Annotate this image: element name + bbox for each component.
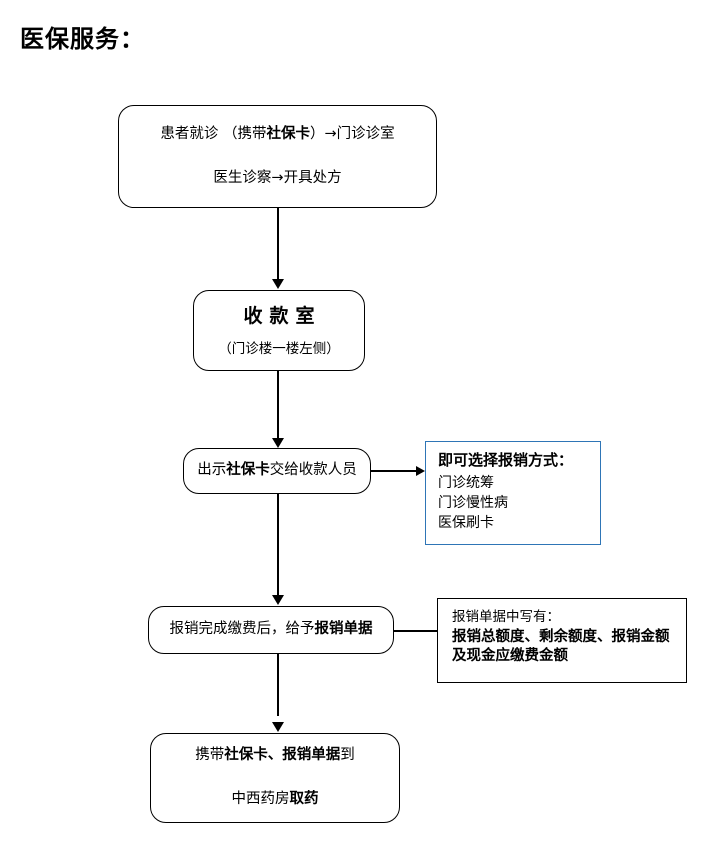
present-card-text-c: 交给收款人员 xyxy=(269,462,357,479)
node-patient-visit-line2: 医生诊察→开具处方 xyxy=(213,169,342,186)
node-patient-visit-line1: 患者就诊 （携带社保卡）→门诊诊室 xyxy=(160,124,394,146)
node-present-card[interactable]: 出示社保卡交给收款人员 xyxy=(183,448,371,494)
note-reimbursement-methods[interactable]: 即可选择报销方式： 门诊统筹 门诊慢性病 医保刷卡 xyxy=(425,441,601,545)
note-receipt-detail-lead: 报销单据中写有： xyxy=(452,609,560,625)
note-methods-title: 即可选择报销方式： xyxy=(438,451,574,469)
node-present-card-text: 出示社保卡交给收款人员 xyxy=(197,460,357,482)
visit-text-bold: 社保卡 xyxy=(266,125,310,142)
receipt-text-a: 报销完成缴费后，给予 xyxy=(169,621,315,638)
connector-visit-to-cashier xyxy=(277,208,279,280)
connector-present-card-to-receipt xyxy=(277,494,279,597)
arrowhead-receipt-to-pharmacy-icon xyxy=(272,722,284,732)
connector-present-card-to-methods xyxy=(371,470,417,472)
node-cashier-sublabel: （门诊楼一楼左侧） xyxy=(218,341,340,358)
node-pharmacy-line2: 中西药房取药 xyxy=(232,789,319,811)
pharmacy-line2-a: 中西药房 xyxy=(231,791,290,807)
note-methods-option-0: 门诊统筹 xyxy=(438,474,494,491)
note-receipt-detail-line1: 报销总额度、剩余额度、报销金额 xyxy=(452,628,670,645)
visit-text-a: 患者就诊 （携带 xyxy=(160,125,267,142)
connector-receipt-to-pharmacy xyxy=(277,654,279,716)
note-receipt-detail-line2: 及现金应缴费金额 xyxy=(452,648,568,665)
node-receipt-text: 报销完成缴费后，给予报销单据 xyxy=(170,619,373,641)
present-card-text-a: 出示 xyxy=(197,462,227,479)
visit-text-c: ）→门诊诊室 xyxy=(309,125,395,142)
pharmacy-line2-bold: 取药 xyxy=(289,791,319,807)
connector-cashier-to-present-card xyxy=(277,371,279,439)
note-receipt-contents[interactable]: 报销单据中写有： 报销总额度、剩余额度、报销金额 及现金应缴费金额 xyxy=(437,598,687,683)
pharmacy-text-bold: 社保卡、报销单据 xyxy=(224,747,341,764)
node-cashier-headline: 收款室 xyxy=(243,304,322,327)
receipt-text-bold: 报销单据 xyxy=(314,621,373,638)
pharmacy-text-a: 携带 xyxy=(195,747,225,764)
arrowhead-visit-to-cashier-icon xyxy=(272,279,284,289)
connector-receipt-to-detail xyxy=(394,630,438,632)
arrowhead-cashier-to-present-card-icon xyxy=(272,438,284,448)
pharmacy-text-c: 到 xyxy=(340,747,355,764)
page-title: 医保服务： xyxy=(20,24,145,53)
node-pharmacy-line1: 携带社保卡、报销单据到 xyxy=(195,745,355,767)
arrowhead-present-card-to-receipt-icon xyxy=(272,595,284,605)
present-card-text-bold: 社保卡 xyxy=(226,462,270,479)
note-methods-option-2: 医保刷卡 xyxy=(438,515,494,532)
node-patient-visit[interactable]: 患者就诊 （携带社保卡）→门诊诊室 医生诊察→开具处方 xyxy=(118,105,437,208)
node-receipt-issued[interactable]: 报销完成缴费后，给予报销单据 xyxy=(148,606,394,654)
node-cashier-office[interactable]: 收款室 （门诊楼一楼左侧） xyxy=(193,290,365,371)
node-pharmacy-pickup[interactable]: 携带社保卡、报销单据到 中西药房取药 xyxy=(150,733,400,823)
note-methods-option-1: 门诊慢性病 xyxy=(438,495,508,512)
arrowhead-present-card-to-methods-icon xyxy=(416,466,425,476)
